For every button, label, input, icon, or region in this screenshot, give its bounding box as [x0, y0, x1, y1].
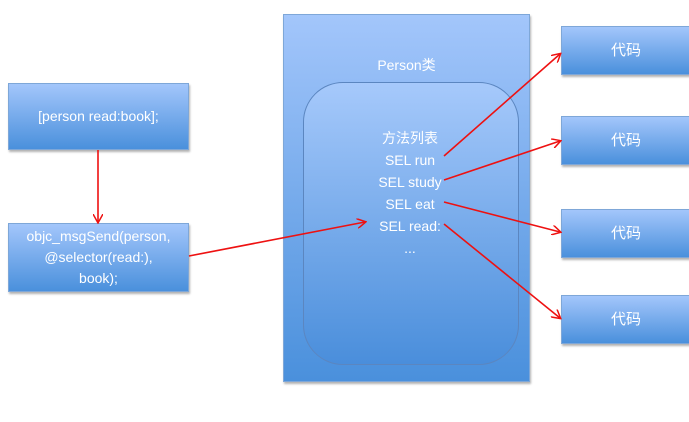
method-run: SEL run	[384, 152, 436, 168]
method-list: 方法列表 SEL run SEL study SEL eat SEL read:…	[303, 127, 517, 259]
code-box-3: 代码	[561, 209, 689, 258]
code-box-2: 代码	[561, 116, 689, 165]
msgsend-text: objc_msgSend(person, @selector(read:), b…	[26, 228, 171, 286]
arrow-msgsend-to-read	[188, 222, 365, 257]
arrow-study-to-code	[443, 141, 560, 181]
method-study: SEL study	[378, 174, 442, 190]
method-list-container	[303, 82, 519, 365]
method-read: SEL read:	[379, 218, 441, 234]
arrow-eat-to-code	[443, 201, 560, 232]
code-box-4: 代码	[561, 295, 689, 344]
code-label: 代码	[610, 132, 641, 149]
arrow-read-to-code	[443, 223, 560, 318]
method-ellipsis: ...	[404, 240, 416, 256]
msgsend-box: objc_msgSend(person, @selector(read:), b…	[8, 223, 189, 292]
code-box-1: 代码	[561, 26, 689, 75]
method-list-title: 方法列表	[382, 130, 438, 146]
call-text: [person read:book];	[38, 108, 159, 124]
call-box: [person read:book];	[8, 83, 189, 150]
arrow-run-to-code	[443, 54, 560, 157]
person-class-title: Person类	[377, 57, 436, 73]
code-label: 代码	[610, 42, 641, 59]
code-label: 代码	[610, 225, 641, 242]
code-label: 代码	[610, 311, 641, 328]
method-eat: SEL eat	[385, 196, 435, 212]
